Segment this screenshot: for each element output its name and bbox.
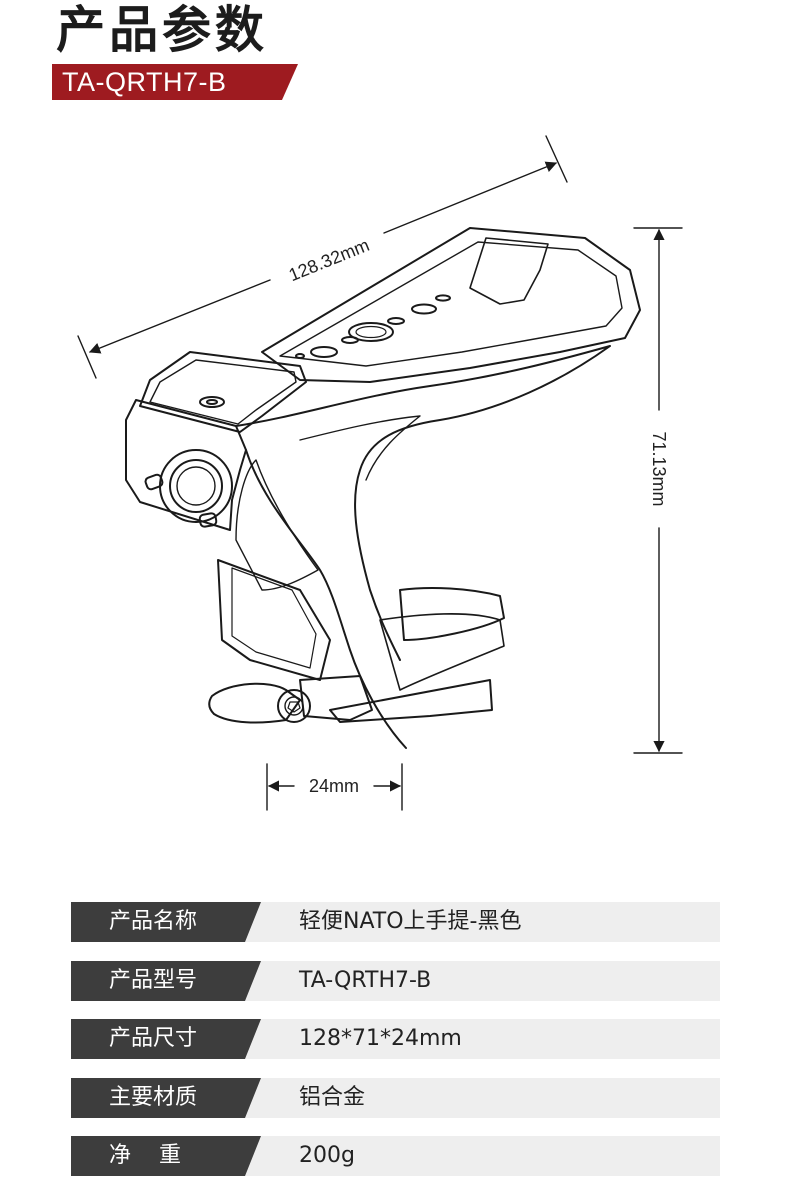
spec-label-shape [71,960,261,1001]
page-title: 产品参数 [56,0,268,59]
spec-row: 净 重 200g [71,1136,720,1176]
top-handle-illustration [125,227,641,749]
spec-key: 产品名称 [109,909,198,934]
spec-label-shape [71,1136,261,1176]
spec-value: 轻便NATO上手提-黑色 [299,909,522,934]
spec-row: 产品尺寸 128*71*24mm [71,1019,720,1059]
spec-key: 产品尺寸 [109,1026,198,1051]
spec-table: 产品名称 轻便NATO上手提-黑色产品型号 TA-QRTH7-B 产品尺寸 128*71… [71,902,720,1195]
length-dimension: 128.32mm [77,135,568,379]
length-label: 128.32mm [286,235,372,285]
height-label: 71.13mm [649,431,669,506]
spec-value: 200g [299,1143,355,1168]
model-banner: TA-QRTH7-B [52,64,298,100]
spec-label-shape [71,902,261,942]
width-dimension: 24mm [266,763,403,811]
spec-key: 净 重 [109,1143,181,1168]
spec-row: 产品型号 TA-QRTH7-B [71,960,720,1001]
spec-key: 产品型号 [109,967,198,993]
spec-value: TA-QRTH7-B [299,967,432,993]
spec-value: 128*71*24mm [299,1026,462,1051]
spec-label-shape [71,1077,261,1118]
spec-row: 产品名称 轻便NATO上手提-黑色 [71,902,720,942]
spec-label-shape [71,1019,261,1059]
model-banner-shape [52,64,298,100]
width-label: 24mm [309,776,359,796]
model-number: TA-QRTH7-B [62,67,227,97]
height-dimension: 71.13mm [633,227,683,754]
spec-value: 铝合金 [299,1084,366,1110]
spec-row: 主要材质 铝合金 [71,1077,720,1118]
spec-key: 主要材质 [109,1084,198,1110]
product-dimension-drawing: 128.32mm 71.13mm 24mm [77,135,683,811]
